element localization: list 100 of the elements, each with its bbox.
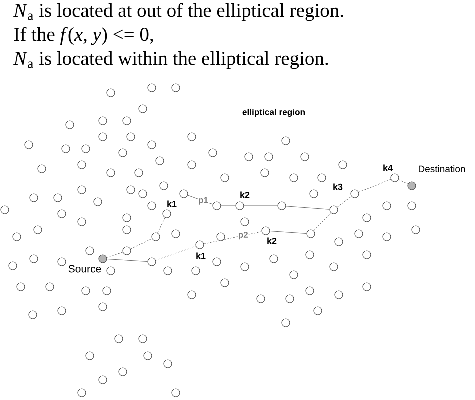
link-line [130, 238, 152, 250]
node-circle [244, 152, 254, 162]
node-circle [350, 190, 360, 198]
node-circle [408, 182, 416, 190]
link-line [270, 231, 307, 234]
node-circle [256, 294, 266, 304]
node-circle [196, 240, 204, 250]
node-circle [78, 160, 86, 170]
node-circle [82, 286, 90, 296]
node-circle [286, 294, 294, 304]
node-circle [192, 266, 200, 276]
node-circle [290, 270, 298, 280]
node-circle [8, 262, 18, 270]
node-circle [98, 132, 108, 142]
node-circle [412, 226, 420, 234]
node-circle [172, 388, 180, 398]
node-circle [220, 278, 230, 288]
node-circle [152, 232, 160, 242]
link-line [358, 179, 392, 193]
node-circle [264, 152, 274, 162]
node-circle [310, 190, 318, 198]
node-circle [126, 132, 136, 142]
node-circle [98, 302, 108, 312]
node-circle [86, 352, 94, 360]
node-circle [306, 250, 314, 260]
node-circle [382, 232, 392, 242]
node-circle [262, 226, 270, 236]
node-circle [330, 206, 338, 214]
node-circle [334, 290, 344, 300]
node-circle [306, 286, 314, 296]
node-circle [314, 306, 322, 316]
node-circle [164, 360, 172, 368]
node-circle [106, 88, 116, 98]
link-line [314, 212, 332, 232]
node-circle [240, 262, 250, 272]
node-circle [362, 282, 372, 292]
node-circle [78, 186, 86, 194]
node-circle [208, 148, 218, 158]
node-circle [236, 202, 244, 210]
node-circle [390, 174, 400, 182]
node-circle [354, 230, 364, 238]
node-circle [12, 232, 22, 242]
node-circle [172, 230, 180, 238]
node-circle [106, 168, 116, 178]
node-circle [98, 376, 108, 384]
node-circle [16, 282, 26, 292]
node-circle [188, 290, 196, 300]
node-circle [106, 266, 116, 276]
node-circle [148, 202, 156, 210]
node-circle [98, 254, 108, 264]
node-circle [82, 144, 90, 154]
node-circle [122, 226, 132, 234]
node-circle [148, 258, 156, 266]
node-circle [408, 202, 416, 210]
node-circle [216, 232, 226, 242]
node-circle [144, 352, 152, 360]
link-line [106, 252, 124, 258]
node-circle [54, 194, 62, 202]
node-circle [122, 214, 132, 222]
node-circle [122, 246, 132, 256]
node-label: k2 [268, 238, 277, 244]
edge-label: p2 [238, 231, 249, 240]
node-circle [270, 254, 278, 264]
node-circle [138, 104, 148, 114]
node-circle [240, 218, 250, 226]
node-circle [98, 116, 108, 126]
node-circle [86, 246, 94, 256]
link-line [398, 180, 408, 184]
node-circle [160, 182, 168, 190]
link-line [158, 218, 166, 234]
node-circle [78, 388, 86, 398]
node-circle [38, 164, 46, 174]
node-circle [180, 190, 188, 198]
node-label: Source [68, 265, 102, 273]
node-circle [138, 190, 148, 198]
node-circle [162, 210, 172, 218]
node-label: k1 [196, 252, 206, 260]
node-circle [138, 334, 148, 344]
region-label: elliptical region [242, 108, 305, 118]
node-circle [24, 140, 34, 150]
edge-label: p1 [198, 196, 210, 206]
node-circle [282, 136, 290, 146]
node-circle [338, 160, 348, 170]
node-circle [290, 174, 298, 182]
node-circle [78, 218, 86, 226]
node-circle [260, 168, 270, 178]
node-label: k2 [240, 192, 250, 198]
node-circle [58, 210, 66, 218]
node-circle [330, 262, 338, 272]
node-circle [58, 306, 66, 316]
node-circle [134, 168, 144, 178]
node-label: k4 [384, 164, 393, 172]
node-circle [66, 120, 74, 130]
node-circle [362, 214, 372, 222]
node-circle [156, 156, 164, 166]
node-circle [34, 226, 42, 234]
node-circle [382, 202, 392, 210]
node-circle [122, 116, 132, 126]
node-circle [362, 250, 372, 260]
node-circle [118, 148, 128, 158]
